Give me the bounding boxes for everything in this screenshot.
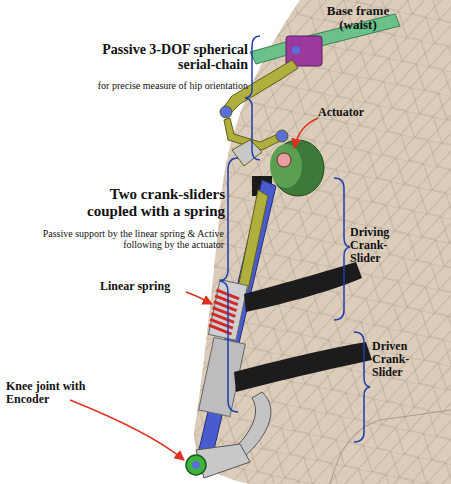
- bracket: [220, 36, 370, 442]
- thigh-strap: [234, 262, 372, 392]
- part-label: Driven Crank-Slider: [372, 340, 434, 380]
- base-frame: [250, 14, 400, 66]
- part-label: Actuator: [318, 106, 388, 119]
- part-label: Driving Crank-Slider: [350, 226, 406, 266]
- section-heading: Passive 3-DOF spherical serial-chain: [96, 42, 248, 73]
- section-note: Passive support by the linear spring & A…: [40, 228, 224, 250]
- leader-arrow: [70, 118, 318, 460]
- part-label: Knee joint with Encoder: [6, 380, 88, 406]
- section-note: for precise measure of hip orientation: [60, 80, 248, 91]
- part-label: Linear spring: [100, 280, 190, 293]
- section-heading: Two crank-sliders coupled with a spring: [70, 186, 225, 219]
- body-mesh: [194, 0, 451, 484]
- crank-slider: [186, 180, 276, 478]
- part-label: Base frame (waist): [316, 4, 400, 33]
